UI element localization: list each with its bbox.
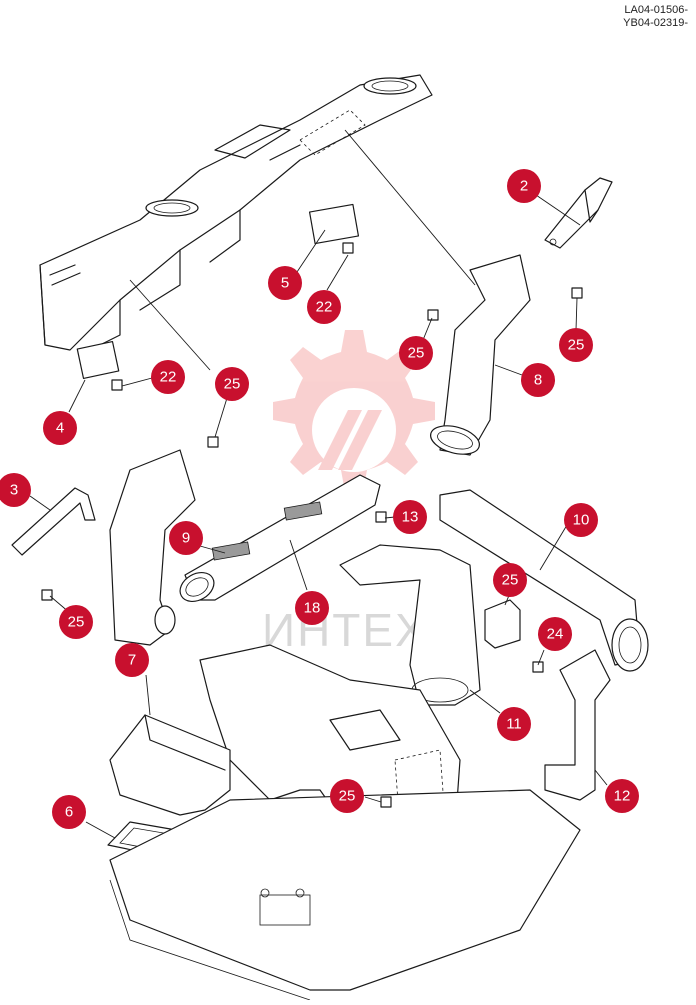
callout-circle	[605, 779, 639, 813]
callout-label: 13	[402, 509, 419, 526]
callout-circle	[559, 328, 593, 362]
callout-4: 4	[43, 411, 77, 445]
floor-plate	[109, 789, 581, 1001]
callout-25: 25	[59, 605, 93, 639]
callout-label: 25	[68, 614, 85, 631]
callout-circle	[497, 707, 531, 741]
callout-3: 3	[0, 473, 31, 507]
callout-label: 25	[568, 337, 585, 354]
callout-11: 11	[497, 707, 531, 741]
bracket-3	[11, 487, 96, 556]
filter-box-7	[109, 714, 231, 816]
callout-12: 12	[605, 779, 639, 813]
center-duct	[179, 474, 381, 603]
callout-circle	[52, 795, 86, 829]
callout-circle	[295, 591, 329, 625]
callout-circle	[268, 266, 302, 300]
left-duct	[109, 449, 196, 646]
callout-circle	[215, 367, 249, 401]
callout-13: 13	[393, 500, 427, 534]
callout-label: 12	[614, 788, 631, 805]
callout-circle	[564, 503, 598, 537]
watermark-text: ИНТЕХ	[262, 604, 428, 656]
watermark-gear-icon	[273, 330, 435, 492]
leader-lines	[29, 129, 608, 839]
callout-label: 3	[10, 482, 18, 499]
callout-circle	[521, 363, 555, 397]
callout-circle	[0, 473, 31, 507]
callout-label: 11	[506, 716, 522, 733]
callout-circle	[538, 617, 572, 651]
callout-label: 25	[224, 376, 241, 393]
callout-label: 6	[65, 804, 73, 821]
callout-25: 25	[330, 779, 364, 813]
callout-circle	[151, 360, 185, 394]
hose-13	[439, 489, 649, 672]
callout-circle	[507, 169, 541, 203]
duct-12	[544, 649, 611, 801]
callout-22: 22	[307, 290, 341, 324]
callout-label: 18	[304, 600, 321, 617]
callout-25: 25	[493, 563, 527, 597]
duct-8	[430, 254, 531, 456]
callout-5: 5	[268, 266, 302, 300]
callout-24: 24	[538, 617, 572, 651]
callout-label: 25	[408, 345, 425, 362]
callout-label: 24	[547, 626, 564, 643]
callout-label: 25	[502, 572, 519, 589]
callout-10: 10	[564, 503, 598, 537]
callout-label: 5	[281, 275, 289, 292]
callout-label: 10	[573, 512, 590, 529]
callout-circle	[330, 779, 364, 813]
bracket-2	[544, 177, 613, 249]
callout-circle	[493, 563, 527, 597]
callout-9: 9	[169, 521, 203, 555]
callout-6: 6	[52, 795, 86, 829]
callout-label: 22	[160, 369, 177, 386]
callout-7: 7	[115, 643, 149, 677]
callout-circle	[393, 500, 427, 534]
callout-25: 25	[559, 328, 593, 362]
callout-label: 9	[182, 530, 190, 547]
callout-circle	[59, 605, 93, 639]
block-18	[484, 599, 521, 649]
callout-label: 2	[520, 178, 528, 195]
callout-label: 7	[128, 652, 136, 669]
ref-code-2: YB04-02319-	[623, 17, 688, 29]
bolts	[41, 242, 583, 808]
callout-25: 25	[215, 367, 249, 401]
callout-label: 22	[316, 299, 333, 316]
callout-label: 8	[534, 372, 542, 389]
callout-22: 22	[151, 360, 185, 394]
callout-circle	[43, 411, 77, 445]
callout-label: 4	[56, 420, 64, 437]
callout-circle	[399, 336, 433, 370]
callout-label: 25	[339, 788, 356, 805]
callout-circle	[115, 643, 149, 677]
callout-25: 25	[399, 336, 433, 370]
callout-8: 8	[521, 363, 555, 397]
callout-circle	[169, 521, 203, 555]
dashboard-frame	[39, 74, 433, 380]
callout-2: 2	[507, 169, 541, 203]
callout-circle	[307, 290, 341, 324]
ref-code-1: LA04-01506-	[624, 4, 688, 16]
callout-18: 18	[295, 591, 329, 625]
